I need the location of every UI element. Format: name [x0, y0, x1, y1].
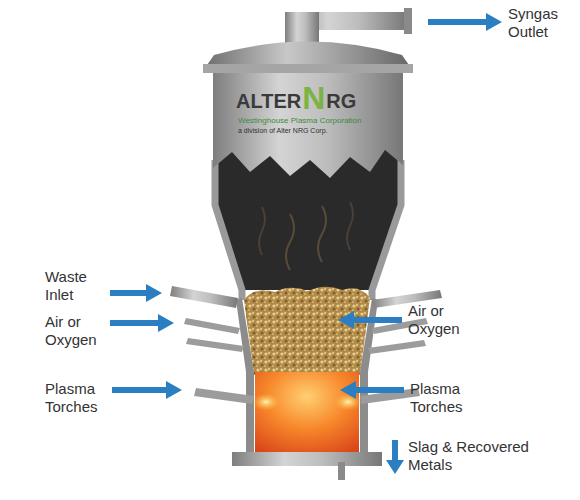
outlet-label: Syngas Outlet [508, 5, 570, 41]
feed-label: Air or Oxygen [408, 302, 478, 338]
logo-word: RG [326, 90, 356, 113]
outlet-label: Slag & Recovered Metals [408, 438, 543, 474]
logo-letter: N [302, 80, 325, 117]
torch-label: Plasma Torches [410, 380, 480, 416]
feed-label: Air or Oxygen [45, 313, 107, 349]
inlet-label: Waste Inlet [45, 268, 105, 304]
logo-word: ALTER [236, 90, 301, 113]
torch-label: Plasma Torches [45, 380, 111, 416]
logo-subtitle: Westinghouse Plasma Corporation [238, 116, 361, 125]
logo-subtitle: a division of Alter NRG Corp. [238, 127, 327, 135]
